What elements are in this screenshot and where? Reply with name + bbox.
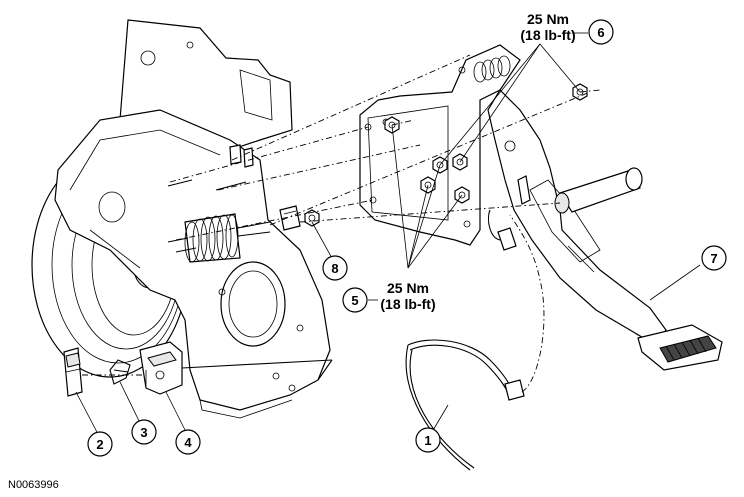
svg-text:5: 5 (351, 293, 358, 308)
svg-text:8: 8 (331, 261, 338, 276)
torque-lower-lbft: (18 lb-ft) (380, 296, 435, 312)
callout-8: 8 (322, 255, 348, 281)
wire-harness (405, 209, 545, 471)
svg-text:6: 6 (597, 25, 604, 40)
figure-reference-id: N0063996 (8, 479, 59, 491)
brake-pedal-assembly (359, 44, 723, 371)
svg-text:1: 1 (424, 433, 431, 448)
svg-text:7: 7 (710, 251, 717, 266)
retainer-pin (109, 359, 131, 385)
callout-3: 3 (131, 419, 157, 445)
callout-7: 7 (701, 245, 727, 271)
torque-lower-nm: 25 Nm (387, 280, 429, 296)
torque-upper-nm: 25 Nm (527, 11, 569, 27)
connector-clip (63, 347, 83, 397)
pushrod-boot (184, 213, 271, 263)
callout-5: 5 (342, 287, 368, 313)
stoplamp-switch (139, 341, 333, 395)
torque-spec-upper: 25 Nm (18 lb-ft) (520, 11, 575, 43)
svg-text:2: 2 (96, 437, 103, 452)
alignment-lines (82, 54, 601, 376)
callout-4: 4 (175, 429, 201, 455)
pushrod-pin (279, 205, 301, 231)
svg-text:4: 4 (184, 435, 192, 450)
svg-text:3: 3 (140, 425, 147, 440)
torque-upper-lbft: (18 lb-ft) (520, 27, 575, 43)
callout-1: 1 (415, 427, 441, 453)
callout-2: 2 (87, 431, 113, 457)
callout-6: 6 (588, 19, 614, 45)
leader-lines (75, 32, 701, 435)
torque-spec-lower: 25 Nm (18 lb-ft) (380, 280, 435, 312)
